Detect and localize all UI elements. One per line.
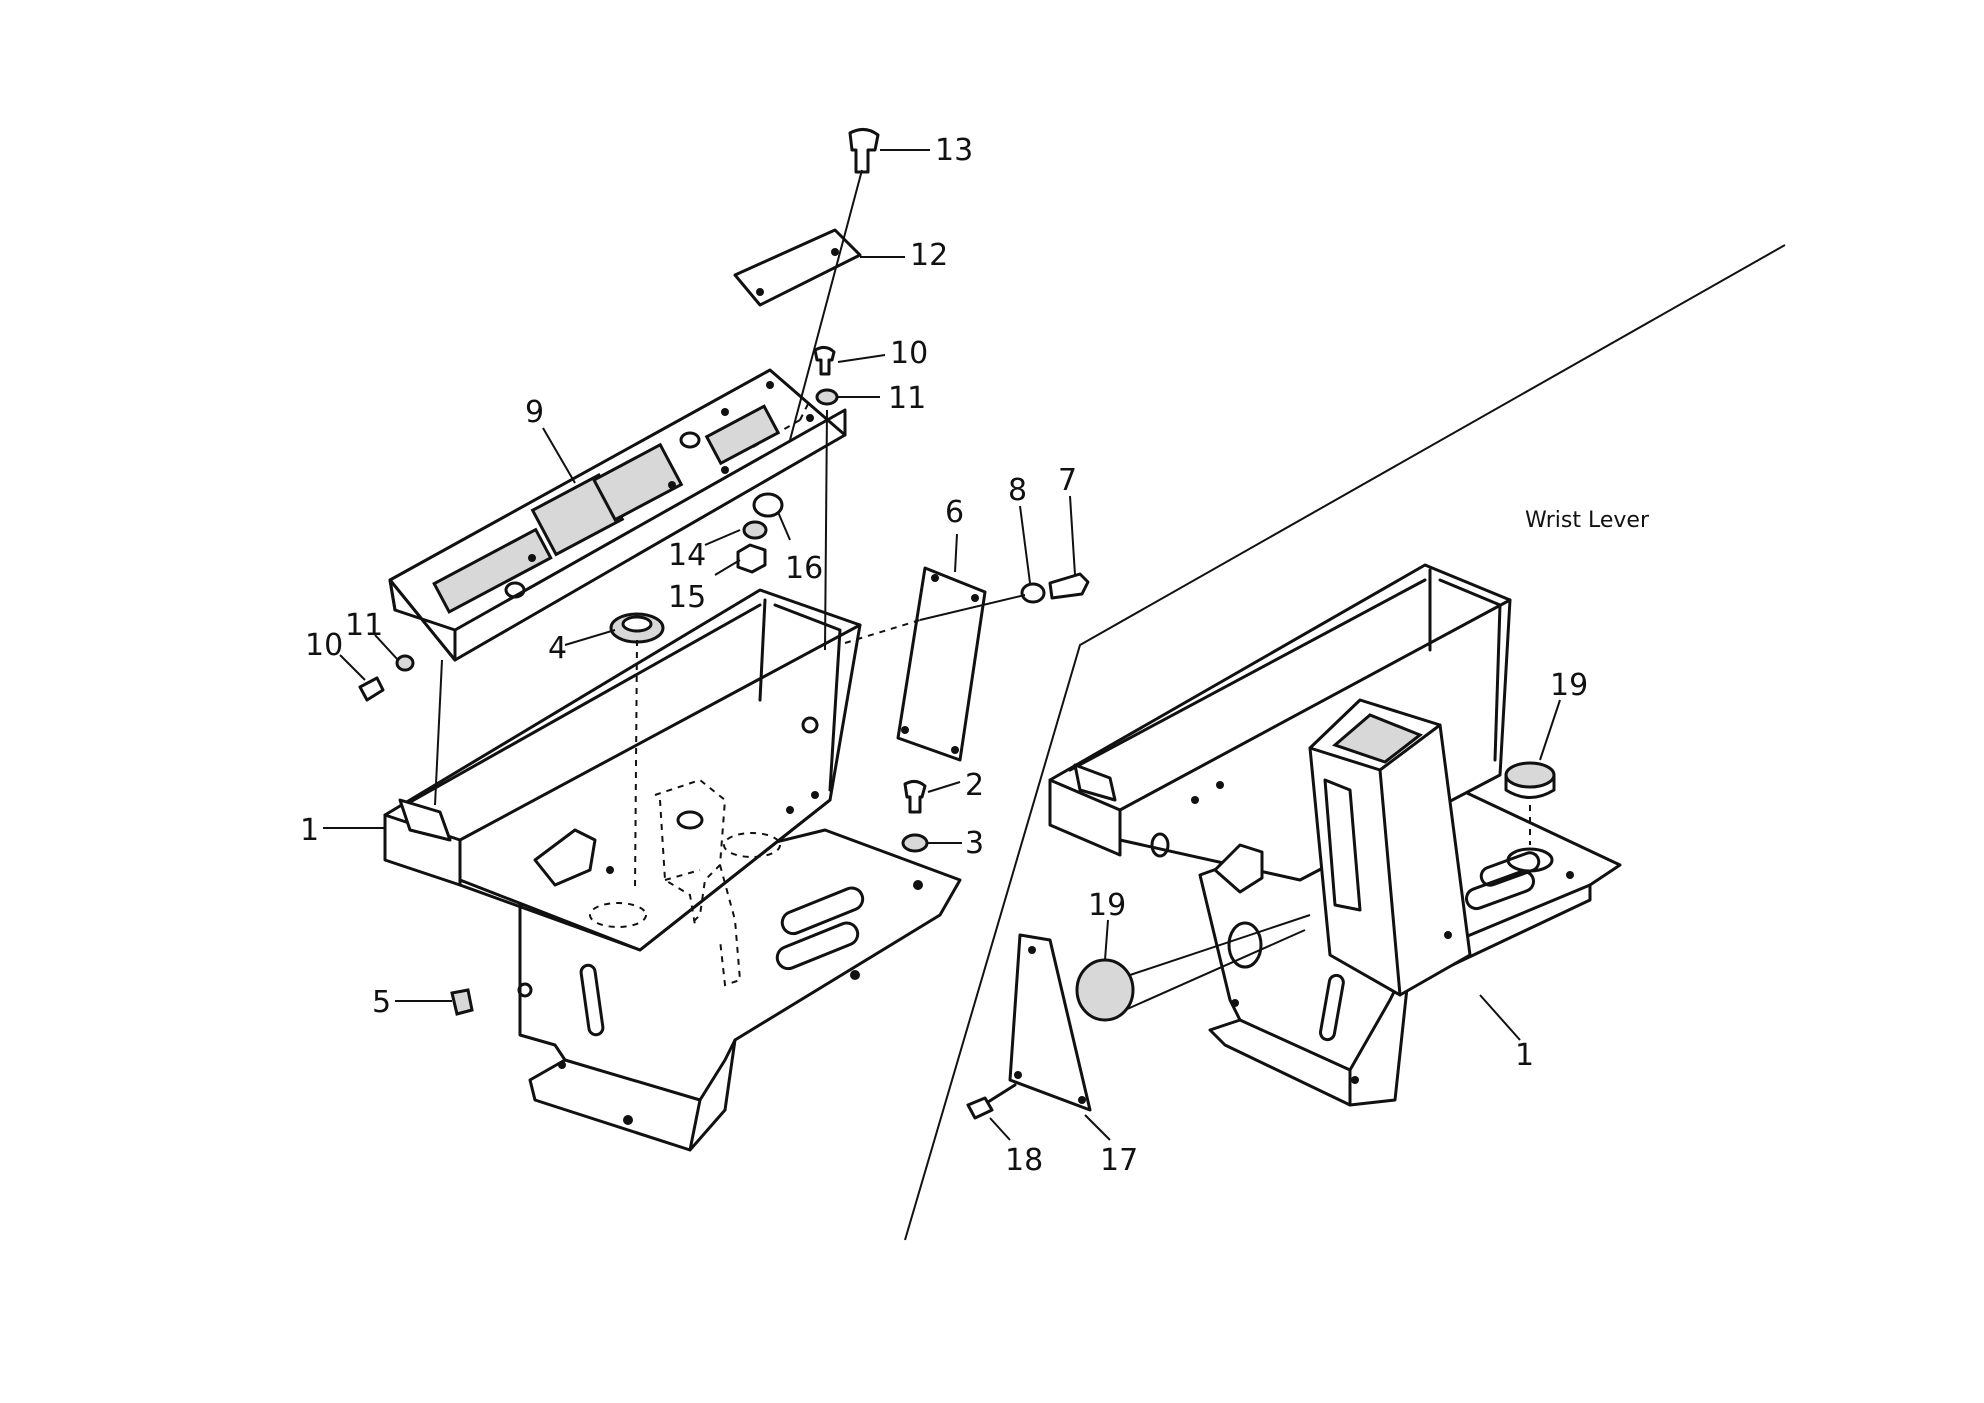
callout-1-left: 1 — [300, 813, 319, 848]
callout-11-top: 11 — [888, 381, 926, 416]
cover-plate-17 — [1008, 933, 1092, 1112]
callout-14: 14 — [668, 538, 706, 573]
callout-4: 4 — [548, 631, 567, 666]
callout-5: 5 — [372, 985, 391, 1020]
cover-plate-6 — [896, 566, 987, 762]
callout-10-left: 10 — [305, 628, 343, 663]
callout-13: 13 — [935, 133, 973, 168]
callout-3: 3 — [965, 826, 984, 861]
callout-2: 2 — [965, 768, 984, 803]
callout-7: 7 — [1058, 463, 1077, 498]
callout-18: 18 — [1005, 1143, 1043, 1178]
callout-1-right: 1 — [1515, 1038, 1534, 1073]
callout-16: 16 — [785, 551, 823, 586]
callout-6: 6 — [945, 495, 964, 530]
left-assembly — [358, 128, 1090, 1152]
callout-9: 9 — [525, 395, 544, 430]
callout-19-left: 19 — [1088, 888, 1126, 923]
small-plate — [733, 228, 862, 307]
callout-numbers: 13 12 10 11 9 14 15 16 4 10 11 1 5 6 8 7… — [300, 133, 1650, 1178]
callout-17: 17 — [1100, 1143, 1138, 1178]
callout-leaders — [323, 149, 1561, 1141]
callout-19-right: 19 — [1550, 668, 1588, 703]
callout-8: 8 — [1008, 473, 1027, 508]
callout-11-left: 11 — [345, 608, 383, 643]
view-divider-line — [904, 244, 1786, 1241]
callout-15: 15 — [668, 580, 706, 615]
right-assembly — [966, 563, 1622, 1120]
callout-12: 12 — [910, 238, 948, 273]
lever-tower — [1308, 698, 1472, 997]
bolt-13 — [848, 128, 880, 174]
callout-10-top: 10 — [890, 336, 928, 371]
wrist-lever-caption: Wrist Lever — [1525, 508, 1650, 533]
plug-cap-19-right — [1504, 761, 1556, 789]
plug-cap-19-left — [1075, 958, 1135, 1022]
